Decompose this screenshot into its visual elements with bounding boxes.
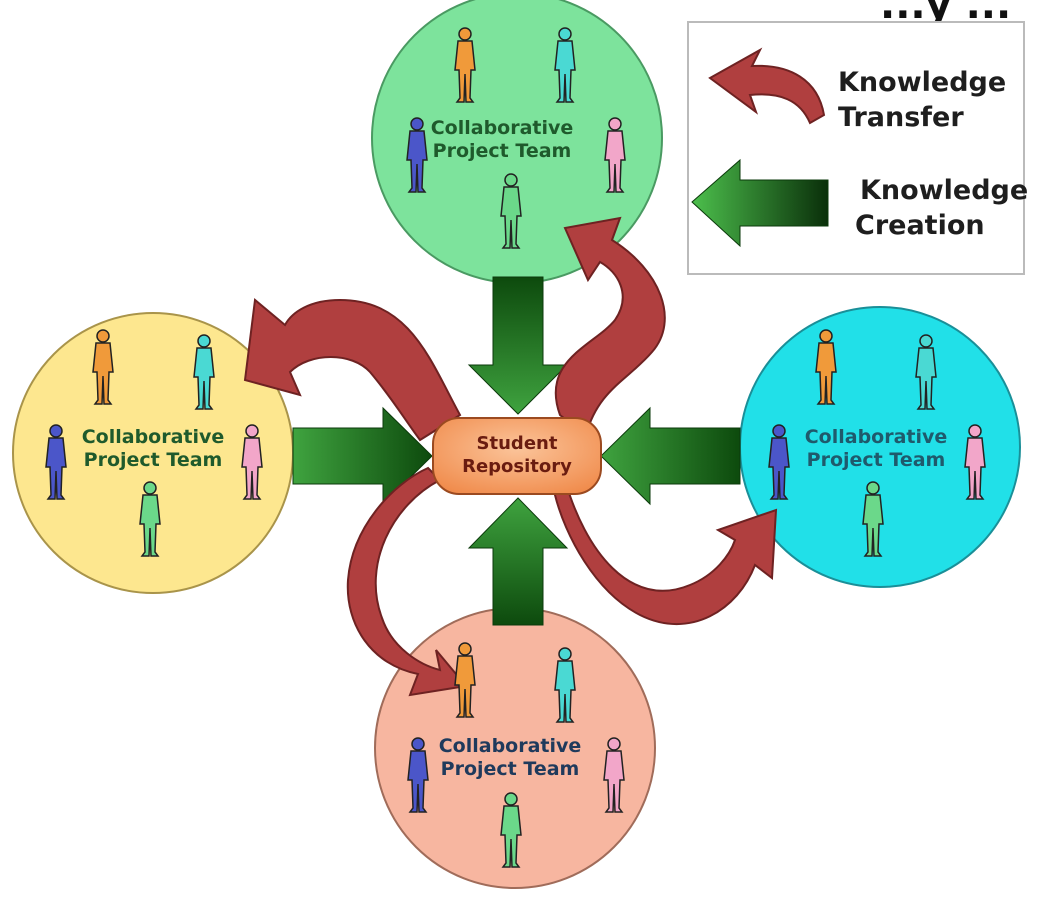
team-top-label-line1: Collaborative [431,117,574,139]
creation-arrow-from-right [600,406,741,506]
person-icon [862,481,884,557]
legend-transfer-label-line2: Transfer [838,102,964,133]
person-icon [92,329,114,405]
team-bottom-label-line1: Collaborative [439,735,582,757]
person-icon [768,424,790,500]
person-icon [500,173,522,249]
team-bottom-label-line2: Project Team [441,758,580,780]
person-icon [454,642,476,718]
legend-creation-arrow [691,158,829,248]
legend-creation-label-line1: Knowledge [860,175,1028,206]
team-right-label-line1: Collaborative [805,426,948,448]
creation-arrow-from-bottom [467,497,569,626]
legend-transfer-label-line1: Knowledge [838,67,1006,98]
team-right-label-line2: Project Team [807,449,946,471]
transfer-arrow-to-bottom [346,466,468,697]
person-icon [454,27,476,103]
transfer-arrow-to-left [243,298,462,442]
person-icon [964,424,986,500]
repository-box [432,417,602,495]
person-icon [603,737,625,813]
legend: Knowledge Transfer Knowledge Creation [687,21,1028,275]
repository-label-line2: Repository [462,456,572,477]
person-icon [604,117,626,193]
people-group [45,27,986,868]
team-left-label-line1: Collaborative [82,426,225,448]
person-icon [915,334,937,410]
repository-label-line1: Student [477,433,558,454]
person-icon [554,27,576,103]
transfer-arrow-to-top [554,216,666,437]
legend-creation-label-line2: Creation [855,210,985,241]
person-icon [139,481,161,557]
team-left-label-line2: Project Team [84,449,223,471]
team-top-label-line2: Project Team [433,140,572,162]
person-icon [407,737,429,813]
person-icon [241,424,263,500]
person-icon [500,792,522,868]
person-icon [193,334,215,410]
person-icon [406,117,428,193]
person-icon [815,329,837,405]
person-icon [45,424,67,500]
creation-arrow-from-top [467,276,569,415]
person-icon [554,647,576,723]
legend-transfer-arrow [708,47,826,125]
transfer-arrow-to-right [553,477,778,626]
